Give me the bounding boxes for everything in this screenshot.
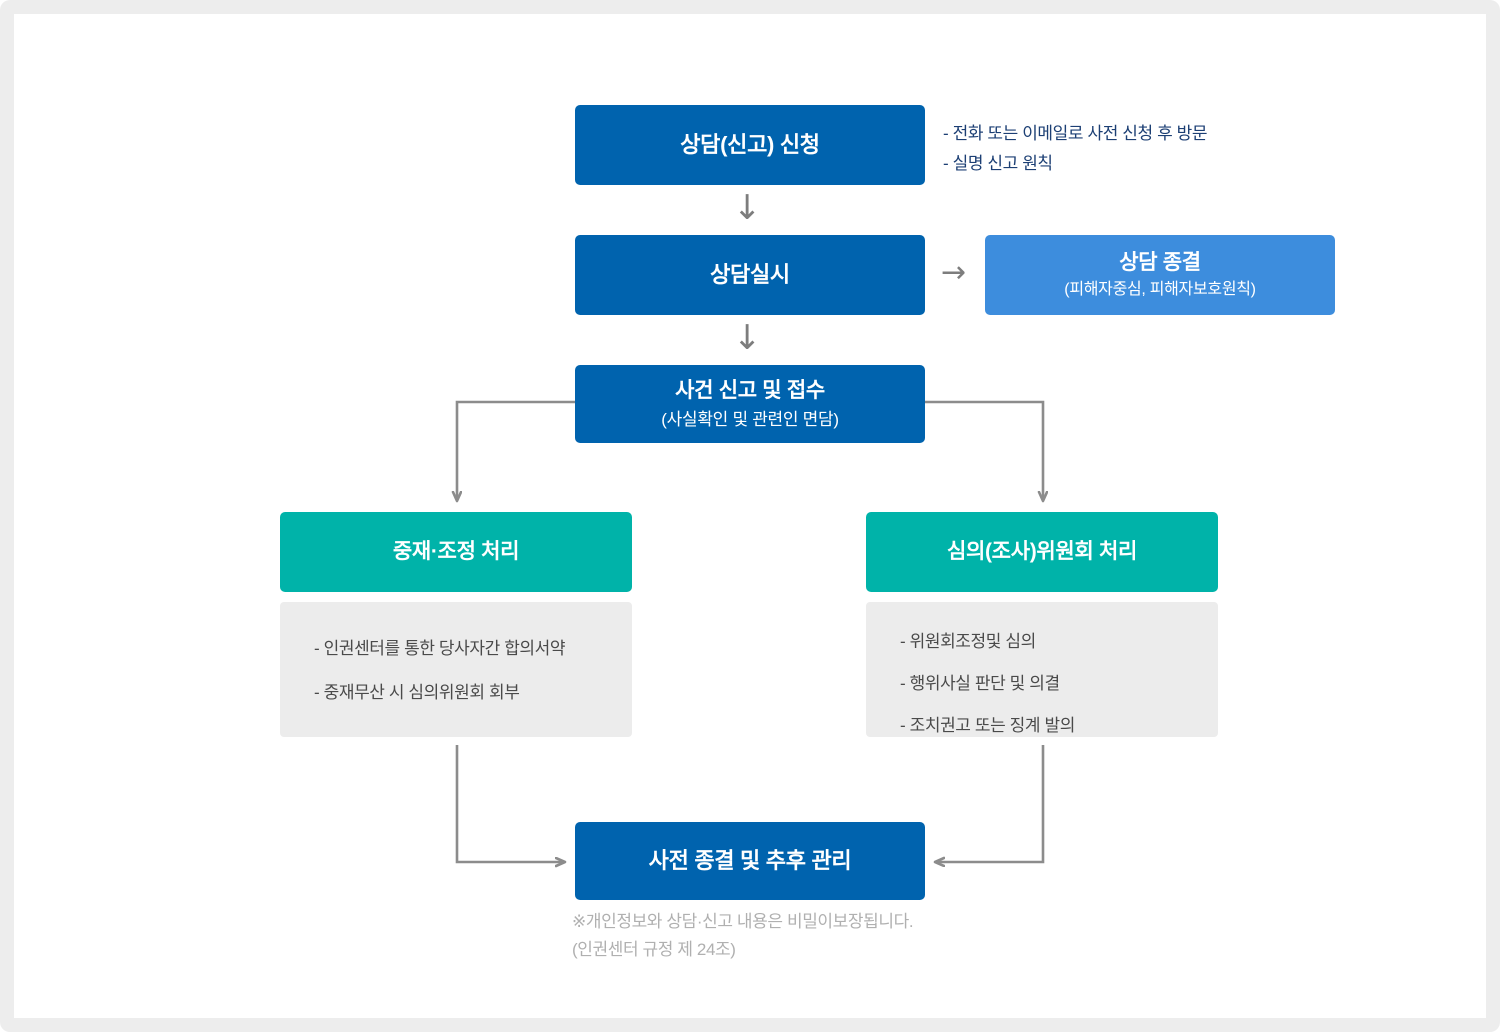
node-apply[interactable]: 상담(신고) 신청 [575,105,925,185]
panel-mediation-item-0: - 인권센터를 통한 당사자간 합의서약 [314,639,566,658]
connector-committee-to-close [936,745,1045,862]
arrow-down-consult-to-report: ↓ [733,318,762,358]
connector-report-to-mediation [457,400,575,500]
note-apply: - 전화 또는 이메일로 사전 신청 후 방문 - 실명 신고 원칙 [943,119,1208,179]
node-report-subtitle: (사실확인 및 관련인 면담) [661,409,839,429]
panel-committee-details: - 위원회조정및 심의 - 행위사실 판단 및 의결 - 조치권고 또는 징계 … [866,602,1218,737]
panel-committee-item-0: - 위원회조정및 심의 [900,632,1036,651]
node-consult-end-subtitle: (피해자중심, 피해자보호원칙) [1064,281,1256,299]
footnote-line-1: (인권센터 규정 제 24조) [572,940,736,960]
connector-mediation-to-close [455,745,564,862]
node-report[interactable]: 사건 신고 및 접수 (사실확인 및 관련인 면담) [575,365,925,443]
note-apply-line-1: - 실명 신고 원칙 [943,153,1053,173]
connector-report-to-committee [925,400,1043,500]
footnote-privacy: ※개인정보와 상담·신고 내용은 비밀이보장됩니다. (인권센터 규정 제 24… [572,908,914,964]
node-consult[interactable]: 상담실시 [575,235,925,315]
node-committee-title: 심의(조사)위원회 처리 [946,539,1138,563]
node-mediation-title: 중재·조정 처리 [392,539,520,563]
node-close[interactable]: 사전 종결 및 추후 관리 [575,822,925,900]
panel-committee-item-2: - 조치권고 또는 징계 발의 [900,716,1075,735]
panel-committee-item-1: - 행위사실 판단 및 의결 [900,674,1060,693]
node-close-title: 사전 종결 및 추후 관리 [648,848,852,874]
note-apply-line-0: - 전화 또는 이메일로 사전 신청 후 방문 [943,124,1208,143]
node-consult-end-title: 상담 종결 [1119,250,1201,274]
arrow-right-consult-to-end: → [941,255,967,290]
node-consult-title: 상담실시 [710,262,790,288]
panel-mediation-details: - 인권센터를 통한 당사자간 합의서약 - 중재무산 시 심의위원회 회부 [280,602,632,737]
footnote-line-0: ※개인정보와 상담·신고 내용은 비밀이보장됩니다. [572,912,914,931]
arrow-down-apply-to-consult: ↓ [733,188,762,228]
node-committee[interactable]: 심의(조사)위원회 처리 [866,512,1218,592]
node-mediation[interactable]: 중재·조정 처리 [280,512,632,592]
node-report-title: 사건 신고 및 접수 [675,379,825,403]
node-consult-end[interactable]: 상담 종결 (피해자중심, 피해자보호원칙) [985,235,1335,315]
node-apply-title: 상담(신고) 신청 [680,132,820,158]
panel-mediation-item-1: - 중재무산 시 심의위원회 회부 [314,683,520,702]
